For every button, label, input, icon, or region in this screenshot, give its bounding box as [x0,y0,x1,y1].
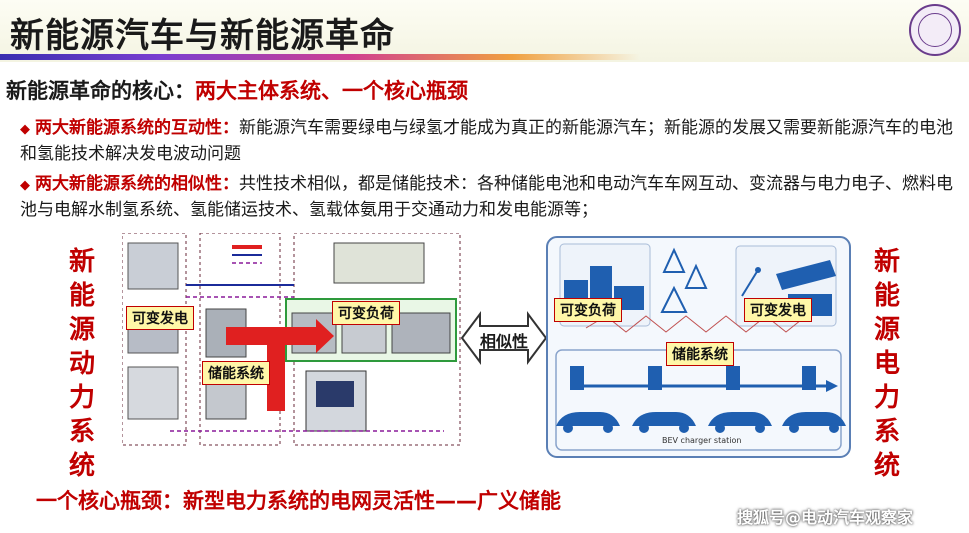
diamond-bullet-icon: ◆ [20,122,30,137]
title-bar: 新能源汽车与新能源革命 [0,0,969,62]
variable-load-tag: 可变负荷 [554,298,622,322]
variable-generation-tag: 可变发电 [126,306,194,330]
charger-station-caption: BEV charger station [662,436,742,445]
title-underline [0,54,640,60]
storage-system-tag: 储能系统 [202,361,270,385]
bottleneck-statement: 一个核心瓶颈：新型电力系统的电网灵活性——广义储能 [36,489,561,513]
watermark: 搜狐号@电动汽车观察家 [737,508,914,527]
right-side-label: 新能源电力系统 [873,247,900,481]
vehicle-power-system-diagram: 可变发电 储能系统 可变负荷 [121,232,462,451]
bullet-interaction: ◆ 两大新能源系统的互动性：新能源汽车需要绿电与绿氢才能成为真正的新能源汽车；新能… [20,116,965,166]
variable-load-tag: 可变负荷 [332,301,400,325]
subtitle-highlight: 两大主体系统、一个核心瓶颈 [195,79,468,103]
power-grid-system-diagram: 可变负荷 可变发电 储能系统 BEV charger station [546,236,851,458]
bullet-similarity: ◆ 两大新能源系统的相似性：共性技术相似，都是储能技术：各种储能电池和电动汽车车网… [20,172,965,222]
similarity-label: 相似性 [479,332,528,351]
storage-system-tag: 储能系统 [666,342,734,366]
bullet-text: 新能源汽车需要绿电与绿氢才能成为真正的新能源汽车；新能源的发展又需要新能源汽车的… [20,118,953,164]
subtitle: 新能源革命的核心：两大主体系统、一个核心瓶颈 [6,75,468,105]
vehicle-diagram-graphic [121,232,461,446]
subtitle-prefix: 新能源革命的核心： [6,79,195,103]
bullet-key: 两大新能源系统的相似性： [35,174,239,194]
bullet-text: 共性技术相似，都是储能技术：各种储能电池和电动汽车车网互动、变流器与电力电子、燃… [20,174,953,220]
left-side-label: 新能源动力系统 [68,247,95,481]
bullet-key: 两大新能源系统的互动性： [35,118,239,138]
slide-title: 新能源汽车与新能源革命 [10,16,395,56]
logo-inner-ring [918,13,952,47]
variable-generation-tag: 可变发电 [744,298,812,322]
university-logo [909,4,961,56]
diamond-bullet-icon: ◆ [20,178,30,193]
